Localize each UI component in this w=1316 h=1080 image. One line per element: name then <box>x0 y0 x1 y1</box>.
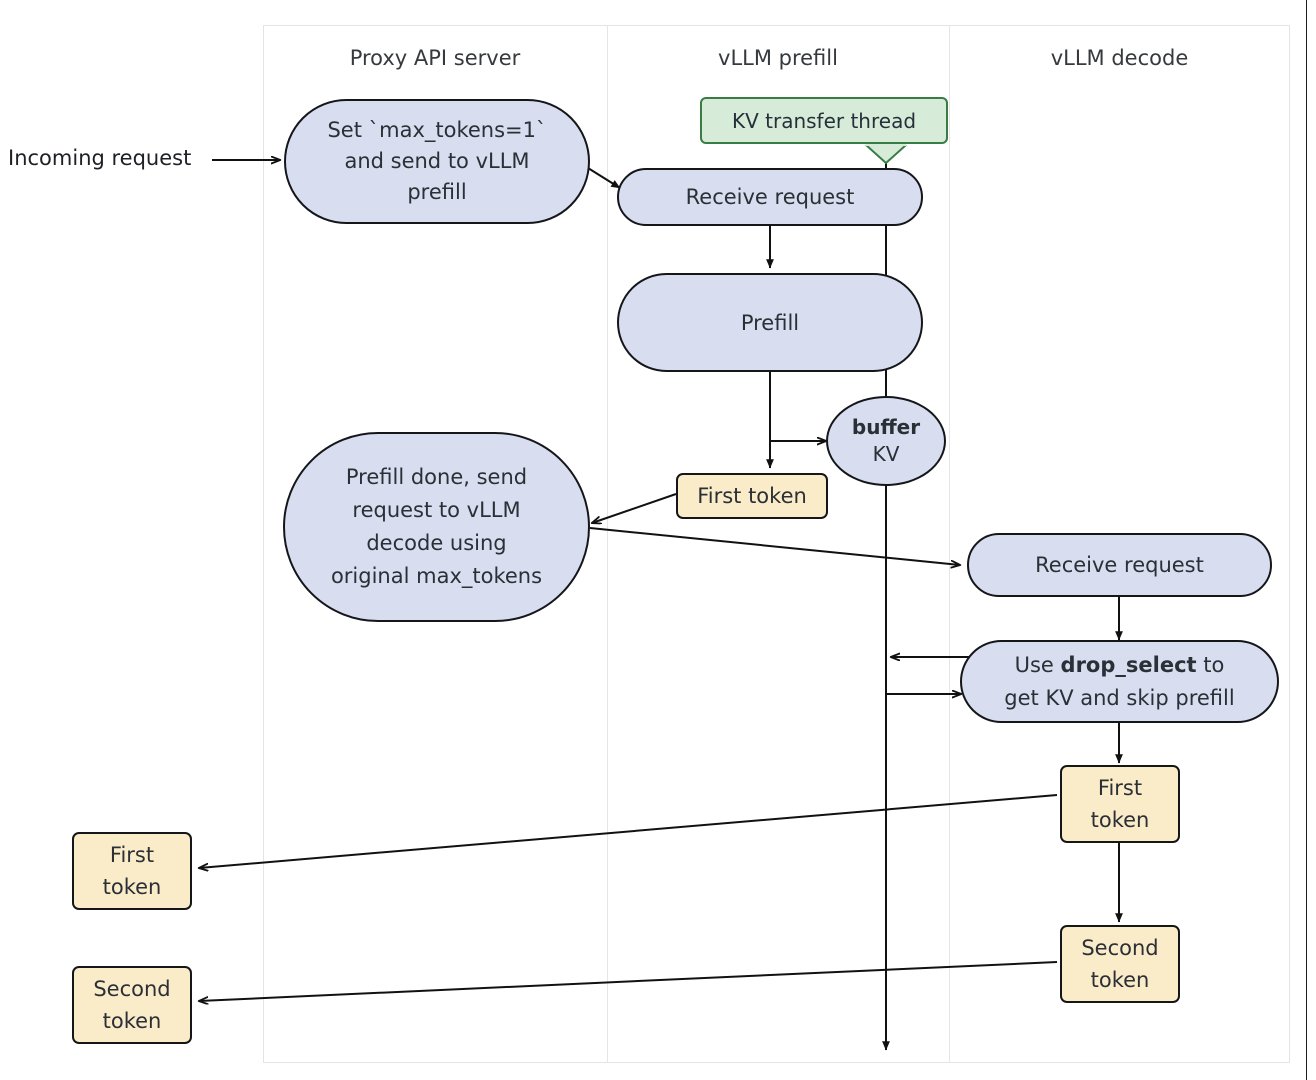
drop-select-keyword: drop_select <box>1060 652 1197 677</box>
node-proxy-first-token-line-1: token <box>102 875 162 899</box>
lane-title-decode: vLLM decode <box>1050 46 1189 70</box>
node-prefill-receive-request[interactable]: Receive request <box>617 168 923 226</box>
node-buffer-kv-line-0: buffer <box>851 415 921 439</box>
page-right-border <box>1306 0 1307 1080</box>
lane-divider-2 <box>949 25 950 1063</box>
node-prefill-first-token[interactable]: First token <box>676 473 828 519</box>
node-drop-select-line-1: get KV and skip prefill <box>1004 685 1235 710</box>
node-decode-first-token-line-1: token <box>1090 808 1150 832</box>
node-prefill-done[interactable]: Prefill done, send request to vLLM decod… <box>283 432 590 622</box>
node-decode-second-token-line-1: token <box>1090 968 1150 992</box>
node-prefill[interactable]: Prefill <box>617 273 923 372</box>
node-decode-receive-request[interactable]: Receive request <box>967 533 1272 597</box>
node-drop-select-line-0: Use drop_select to <box>1014 652 1225 677</box>
node-proxy-second-token-line-0: Second <box>93 977 171 1001</box>
node-set-max-tokens[interactable]: Set `max_tokens=1` and send to vLLM pref… <box>284 99 590 224</box>
kv-transfer-thread-tail <box>865 144 907 164</box>
node-buffer-kv-line-1: KV <box>872 442 900 466</box>
node-decode-first-token[interactable]: First token <box>1060 765 1180 843</box>
node-proxy-first-token-line-0: First <box>109 843 155 867</box>
node-proxy-second-token[interactable]: Second token <box>72 966 192 1044</box>
node-decode-second-token[interactable]: Second token <box>1060 925 1180 1003</box>
node-proxy-second-token-line-1: token <box>102 1009 162 1033</box>
lane-title-proxy: Proxy API server <box>349 46 521 70</box>
node-prefill-done-line-0: Prefill done, send <box>345 465 528 489</box>
node-decode-first-token-line-0: First <box>1097 776 1143 800</box>
node-prefill-done-line-3: original max_tokens <box>330 564 543 588</box>
node-prefill-receive-request-label: Receive request <box>685 185 855 209</box>
node-prefill-done-line-1: request to vLLM <box>352 498 521 522</box>
node-drop-select[interactable]: Use drop_select to get KV and skip prefi… <box>960 640 1279 723</box>
lane-title-prefill: vLLM prefill <box>718 46 838 70</box>
node-prefill-label: Prefill <box>740 310 800 335</box>
node-prefill-first-token-label: First token <box>697 484 807 508</box>
node-prefill-done-line-2: decode using <box>366 531 507 555</box>
node-decode-receive-request-label: Receive request <box>1035 553 1204 577</box>
node-kv-transfer-thread[interactable]: KV transfer thread <box>700 97 948 144</box>
node-kv-transfer-thread-label: KV transfer thread <box>731 108 917 133</box>
node-set-max-tokens-line-2: prefill <box>407 180 467 204</box>
node-proxy-first-token[interactable]: First token <box>72 832 192 910</box>
node-buffer-kv[interactable]: buffer KV <box>826 396 946 486</box>
node-decode-second-token-line-0: Second <box>1081 936 1159 960</box>
node-set-max-tokens-line-0: Set `max_tokens=1` <box>327 118 547 142</box>
lane-divider-1 <box>607 25 608 1063</box>
incoming-request-label: Incoming request <box>8 146 192 170</box>
node-set-max-tokens-line-1: and send to vLLM <box>344 149 530 173</box>
